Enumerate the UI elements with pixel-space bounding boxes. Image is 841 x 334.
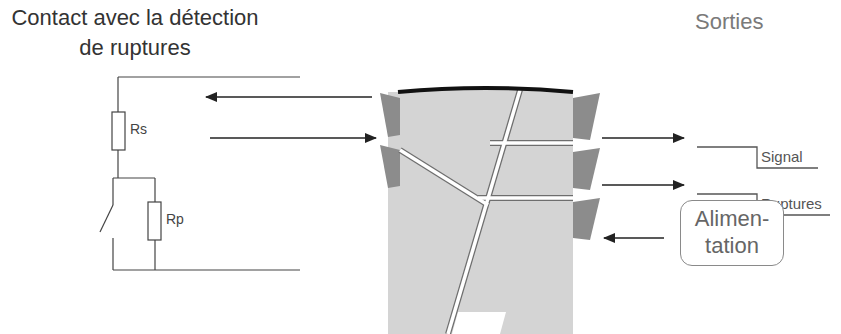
arrow <box>602 184 684 186</box>
arrow <box>206 96 372 98</box>
heading: Contact avec la détection de ruptures <box>10 3 260 63</box>
arrow <box>604 237 664 239</box>
device-housing <box>380 88 600 334</box>
component-label: Rs <box>130 121 170 138</box>
resistor-symbol <box>148 202 161 240</box>
component-label: Rp <box>166 211 206 228</box>
resistor-symbol <box>112 112 125 150</box>
switch-symbol <box>100 205 113 232</box>
signal-name: Signal <box>761 148 836 166</box>
heading: Sorties <box>695 8 815 35</box>
box-text: Alimen- tation <box>689 205 775 259</box>
circuit <box>100 77 300 270</box>
arrow <box>210 137 376 139</box>
supply-box: Alimen- tation <box>680 200 784 266</box>
arrow <box>602 137 684 139</box>
